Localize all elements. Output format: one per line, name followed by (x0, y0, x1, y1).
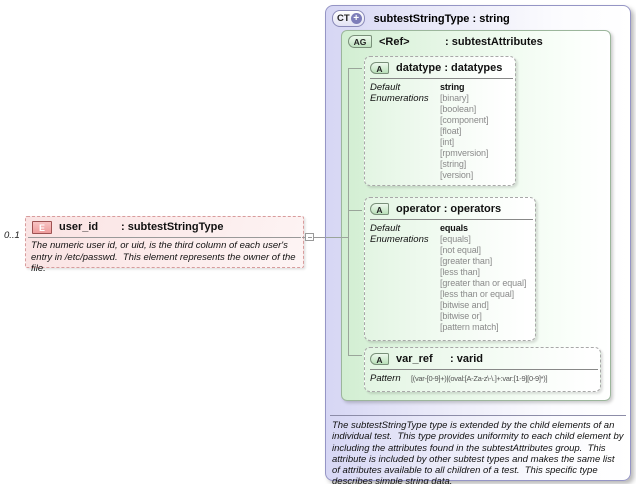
cardinality-label: 0..1 (4, 230, 20, 241)
attribute-icon: A (370, 202, 389, 215)
attribute-name: var_ref (396, 352, 433, 365)
enumeration-value: [less than] (440, 267, 480, 277)
facet-label-enumerations: Enumerations (370, 93, 429, 104)
enumeration-value: [boolean] (440, 104, 477, 114)
enumeration-value: [pattern match] (440, 322, 499, 332)
facet-labels: Default Enumerations (370, 82, 440, 181)
attribute-node-var-ref[interactable]: A var_ref : varid Pattern [(var-[0-9]+)|(… (364, 347, 601, 392)
facet-label-default: Default (370, 223, 401, 234)
enumeration-value: [equals] (440, 234, 471, 244)
attribute-title: datatype : datatypes (396, 62, 502, 74)
facet-table: Default Enumerations equals [equals][not… (365, 220, 535, 333)
attribute-group-ref: <Ref> (379, 35, 410, 48)
attribute-name: datatype (396, 61, 442, 74)
tree-branch-line (348, 355, 362, 356)
attribute-node-operator[interactable]: A operator : operators Default Enumerati… (364, 197, 536, 341)
tree-branch-line (348, 210, 362, 211)
attribute-title: var_ref : varid (396, 353, 483, 365)
enumeration-value: [component] (440, 115, 489, 125)
facet-label-enumerations: Enumerations (370, 234, 429, 245)
enumeration-value: [less than or equal] (440, 289, 515, 299)
enumeration-value: [greater than] (440, 256, 493, 266)
attribute-group-type: : subtestAttributes (445, 35, 543, 48)
complex-type-badge-text: CT (337, 13, 350, 24)
pattern-value: [(var-[0-9]+)|(oval:[A-Za-z\-\.]+:var:[1… (411, 374, 548, 383)
attribute-type: : operators (443, 202, 502, 215)
enumeration-value: [int] (440, 137, 455, 147)
facet-label-pattern: Pattern (370, 373, 401, 384)
element-title: user_id : subtestStringType (59, 221, 223, 233)
divider (370, 369, 598, 370)
default-value: string (440, 82, 465, 92)
enumeration-value: [version] (440, 170, 474, 180)
attribute-header: A operator : operators (365, 198, 535, 217)
complex-type-icon: CT+ (332, 10, 365, 27)
facet-label-default: Default (370, 82, 401, 93)
divider (330, 415, 626, 416)
element-annotation: The numeric user id, or uid, is the thir… (31, 240, 299, 274)
tree-branch-line (348, 68, 362, 69)
attribute-type: : varid (450, 352, 484, 365)
attribute-group-node: AG <Ref> : subtestAttributes A datatype :… (341, 30, 611, 401)
enumeration-value: [rpmversion] (440, 148, 489, 158)
enumeration-value: [not equal] (440, 245, 481, 255)
element-node-user-id[interactable]: E user_id : subtestStringType The numeric… (25, 216, 304, 274)
enumeration-list: [binary][boolean][component][float][int]… (440, 93, 489, 181)
element-name: user_id (59, 221, 99, 233)
expand-plus-icon[interactable]: + (350, 13, 362, 24)
default-value: equals (440, 223, 468, 233)
facet-table: Default Enumerations string [binary][boo… (365, 79, 515, 181)
facet-values: equals [equals][not equal][greater than]… (440, 223, 526, 333)
enumeration-value: [bitwise or] (440, 311, 482, 321)
attribute-node-datatype[interactable]: A datatype : datatypes Default Enumerati… (364, 56, 516, 186)
attribute-group-icon: AG (348, 35, 372, 48)
divider (370, 78, 513, 79)
attribute-group-header[interactable]: AG <Ref> : subtestAttributes (348, 35, 543, 48)
enumeration-value: [greater than or equal] (440, 278, 527, 288)
enumeration-value: [string] (440, 159, 467, 169)
facet-labels: Default Enumerations (370, 223, 440, 333)
divider (28, 237, 301, 238)
attribute-icon: A (370, 61, 389, 74)
enumeration-value: [bitwise and] (440, 300, 489, 310)
facet-values: string [binary][boolean][component][floa… (440, 82, 489, 181)
attribute-header: A var_ref : varid (365, 348, 600, 367)
element-icon: E (32, 220, 52, 234)
complex-type-title: subtestStringType : string (373, 12, 510, 25)
attribute-header: A datatype : datatypes (365, 57, 515, 76)
tree-trunk-line (348, 68, 349, 356)
attribute-name: operator (396, 202, 441, 215)
complex-type-annotation: The subtestStringType type is extended b… (332, 420, 627, 484)
complex-type-header: CT+ subtestStringType : string (332, 10, 510, 27)
connector-handle-icon (305, 233, 314, 241)
attribute-type: : datatypes (444, 61, 503, 74)
complex-type-node: CT+ subtestStringType : string AG <Ref>:… (325, 5, 631, 484)
element-header: E user_id : subtestStringType (26, 217, 303, 236)
attribute-title: operator : operators (396, 203, 501, 215)
divider (370, 219, 533, 220)
attribute-icon: A (370, 352, 389, 365)
attribute-group-title: <Ref> : subtestAttributes (379, 36, 543, 48)
enumeration-value: [binary] (440, 93, 469, 103)
enumeration-value: [float] (440, 126, 462, 136)
connector-line (314, 237, 325, 238)
facet-table: Pattern [(var-[0-9]+)|(oval:[A-Za-z\-\.]… (365, 370, 600, 384)
tree-input-line (326, 237, 348, 238)
connector-line (302, 237, 305, 238)
enumeration-list: [equals][not equal][greater than][less t… (440, 234, 526, 333)
element-type: : subtestStringType (121, 221, 224, 233)
